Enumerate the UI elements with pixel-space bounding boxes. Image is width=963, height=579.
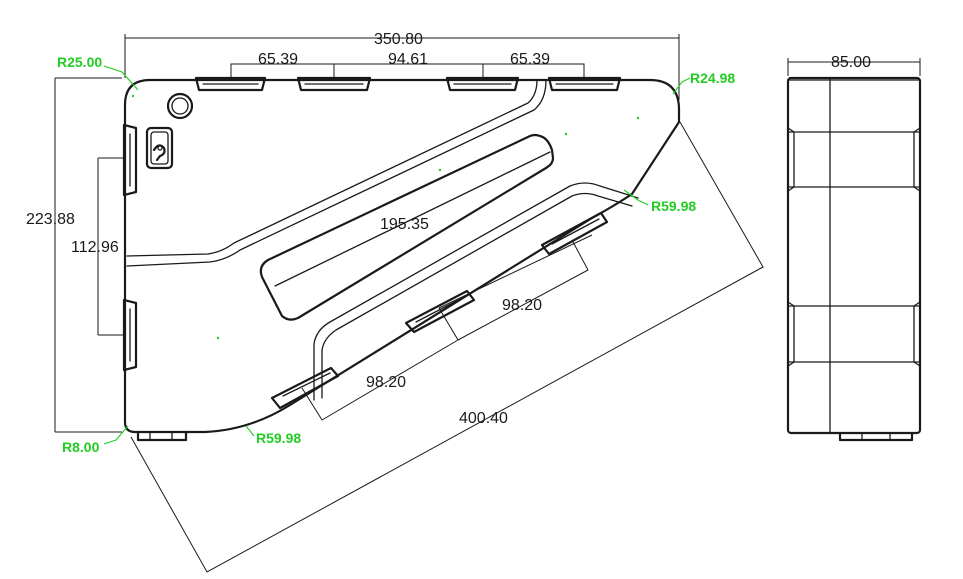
rail-mount-3 [540, 211, 609, 256]
rail-mount-2 [404, 289, 476, 334]
upper-body-contour [126, 79, 538, 257]
radius-top-right-label: R24.98 [690, 70, 735, 86]
bottom-foot [136, 430, 188, 442]
front-view [122, 76, 681, 442]
top-slots [194, 76, 622, 92]
top-slot-1 [194, 76, 267, 92]
label-recess [259, 133, 555, 321]
radius-right-corner-label: R59.98 [651, 198, 696, 214]
rail-mounts [270, 211, 609, 410]
diagonal-length-label: 400.40 [459, 410, 508, 427]
side-mount-spacing-label: 112.96 [71, 239, 119, 256]
side-mount-upper [122, 123, 138, 197]
slot-middle-label: 94.61 [388, 51, 428, 68]
overall-width-label: 350.80 [374, 31, 423, 48]
slot-right-label: 65.39 [510, 51, 550, 68]
battery-outline [123, 78, 681, 434]
side-depth-label: 85.00 [831, 54, 871, 71]
lower-body-contour-inner [321, 192, 633, 399]
rail-spacing-upper-label: 98.20 [502, 297, 542, 314]
side-outline [786, 76, 922, 435]
top-slot-2 [296, 76, 372, 92]
top-slot-3 [445, 76, 520, 92]
side-mount-lower [122, 298, 138, 372]
key-lock-icon [145, 126, 174, 170]
rail-spacing-lower-label: 98.20 [366, 374, 406, 391]
radius-bottom-curve-label: R59.98 [256, 430, 301, 446]
radius-leaders [103, 65, 691, 445]
lower-body-contour [313, 182, 639, 401]
top-slot-4 [547, 76, 622, 92]
side-view: 85.00 [786, 54, 922, 442]
overall-height-label: 223.88 [26, 211, 75, 228]
dimension-lines [54, 34, 764, 573]
side-foot [838, 431, 914, 442]
upper-body-contour-inner [126, 79, 547, 267]
power-button-icon [166, 92, 194, 120]
label-recess-length-label: 195.35 [380, 216, 429, 233]
radius-bottom-left-label: R8.00 [62, 439, 100, 455]
radius-top-left-label: R25.00 [57, 54, 102, 70]
rail-mount-1 [270, 366, 340, 410]
label-recess-inner [274, 151, 551, 287]
slot-left-label: 65.39 [258, 51, 298, 68]
left-side-mounts [122, 123, 138, 372]
